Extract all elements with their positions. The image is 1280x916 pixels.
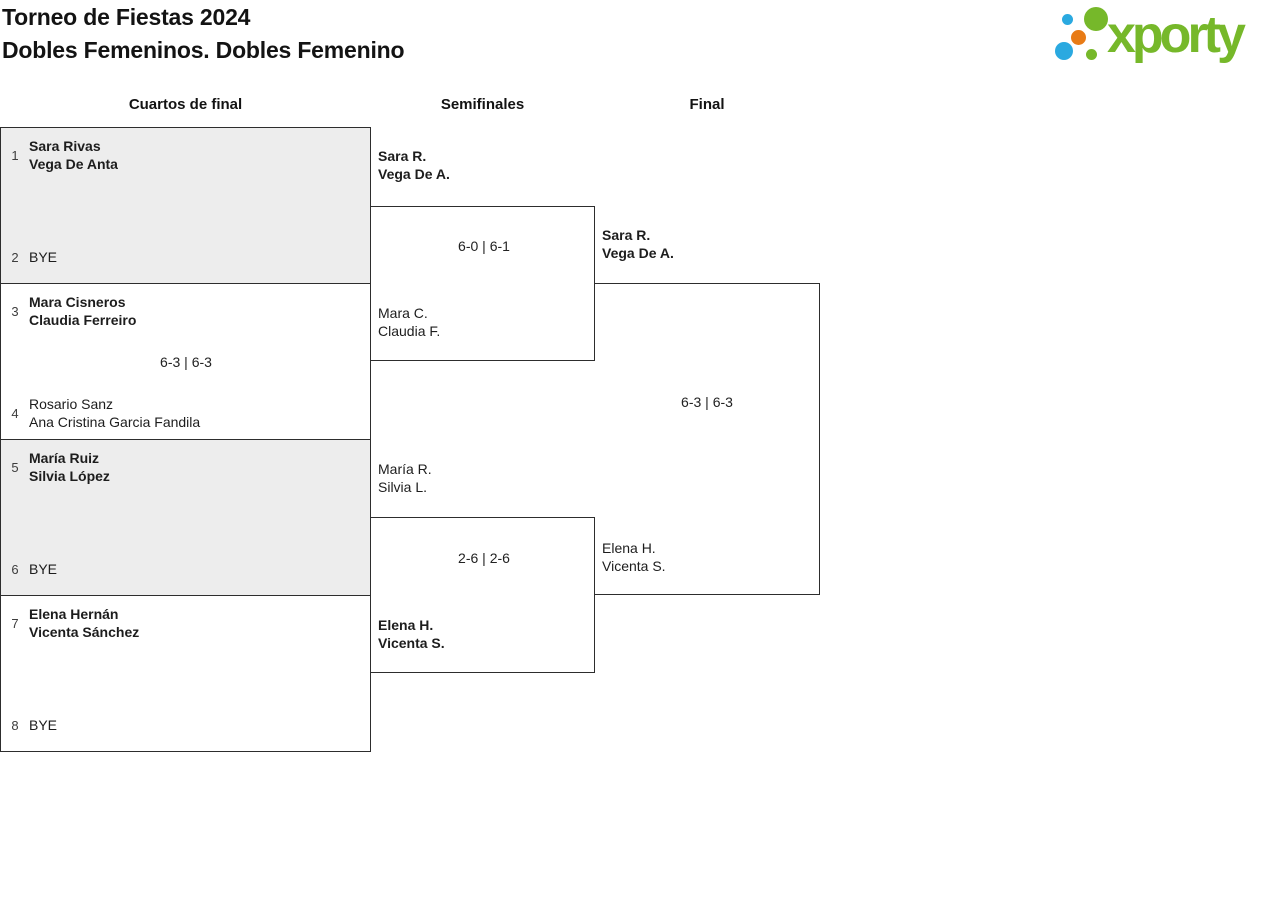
logo-wordmark: xporty: [1107, 6, 1246, 64]
seed-number: 4: [11, 405, 19, 421]
xporty-logo[interactable]: xporty: [1050, 0, 1280, 72]
seed-number: 2: [11, 249, 19, 265]
team-label-final-winner: Sara R. Vega De A.: [602, 227, 674, 261]
match-semifinal-2[interactable]: 2-6 | 2-6: [370, 517, 595, 673]
match-quarterfinal-1[interactable]: 1 Sara Rivas Vega De Anta 2 BYE: [0, 127, 371, 284]
seed-number: 7: [11, 615, 19, 631]
team-name: Rosario Sanz Ana Cristina Garcia Fandila: [29, 396, 201, 430]
logo-dot-icon: [1086, 49, 1097, 60]
category-name: Dobles Femeninos. Dobles Femenino: [2, 37, 405, 63]
seed-number: 5: [11, 459, 19, 475]
match-slot-top: 3 Mara Cisneros Claudia Ferreiro: [8, 293, 136, 329]
match-final[interactable]: 6-3 | 6-3: [594, 283, 820, 595]
round-header-final: Final: [689, 96, 725, 113]
team-label-final-loser: Elena H. Vicenta S.: [602, 540, 666, 574]
team-name: BYE: [29, 561, 58, 577]
team-name: Elena Hernán Vicenta Sánchez: [29, 606, 140, 640]
team-label-sf2-winner: Elena H. Vicenta S.: [378, 617, 445, 651]
match-score: 6-3 | 6-3: [160, 354, 212, 370]
round-header-quarterfinals: Cuartos de final: [128, 96, 243, 113]
page-title: Torneo de Fiestas 2024 Dobles Femeninos.…: [2, 1, 405, 67]
logo-dot-icon: [1071, 30, 1086, 45]
match-slot-top: 5 María Ruiz Silvia López: [8, 449, 110, 485]
match-slot-bottom: 2 BYE: [8, 248, 57, 266]
match-quarterfinal-3[interactable]: 5 María Ruiz Silvia López 6 BYE: [0, 439, 371, 596]
team-label-sf2-loser: María R. Silvia L.: [378, 461, 432, 495]
team-name: Sara Rivas Vega De Anta: [29, 138, 118, 172]
team-name: Mara Cisneros Claudia Ferreiro: [29, 294, 137, 328]
match-slot-top: 7 Elena Hernán Vicenta Sánchez: [8, 605, 139, 641]
logo-dot-icon: [1084, 7, 1108, 31]
match-slot-bottom: 4 Rosario Sanz Ana Cristina Garcia Fandi…: [8, 395, 200, 431]
team-label-sf1-loser: Mara C. Claudia F.: [378, 305, 441, 339]
match-slot-bottom: 8 BYE: [8, 716, 57, 734]
seed-number: 8: [11, 717, 19, 733]
team-label-sf1-winner: Sara R. Vega De A.: [378, 148, 450, 182]
match-score: 2-6 | 2-6: [458, 550, 510, 566]
seed-number: 6: [11, 561, 19, 577]
match-score: 6-3 | 6-3: [681, 394, 733, 410]
match-slot-top: 1 Sara Rivas Vega De Anta: [8, 137, 118, 173]
logo-dot-icon: [1062, 14, 1073, 25]
match-quarterfinal-4[interactable]: 7 Elena Hernán Vicenta Sánchez 8 BYE: [0, 595, 371, 752]
round-header-semifinals: Semifinales: [440, 96, 525, 113]
tournament-name: Torneo de Fiestas 2024: [2, 4, 251, 30]
seed-number: 1: [11, 147, 19, 163]
match-quarterfinal-2[interactable]: 3 Mara Cisneros Claudia Ferreiro 4 Rosar…: [0, 283, 371, 440]
logo-dot-icon: [1055, 42, 1073, 60]
team-name: BYE: [29, 249, 58, 265]
match-score: 6-0 | 6-1: [458, 238, 510, 254]
seed-number: 3: [11, 303, 19, 319]
team-name: BYE: [29, 717, 58, 733]
team-name: María Ruiz Silvia López: [29, 450, 110, 484]
match-slot-bottom: 6 BYE: [8, 560, 57, 578]
